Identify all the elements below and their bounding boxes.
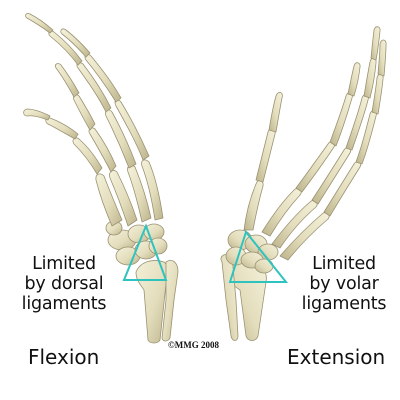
extension-long-fingers [261,26,387,261]
flexion-hand [23,13,179,344]
extension-volar-ligament-triangle [228,229,289,283]
extension-caption: Extension [287,345,386,369]
flexion-dorsal-ligament-triangle [122,223,168,281]
flexion-annotation-line-2: by dorsal [24,274,104,294]
flexion-index-finger [55,63,138,227]
flexion-annotation-line-1: Limited [32,254,96,274]
flexion-thumb [23,108,123,227]
flexion-annotation: Limited by dorsal ligaments [6,254,122,314]
extension-thumb [243,92,283,231]
extension-ulna-bone [220,254,239,341]
extension-hand [220,26,387,341]
flexion-long-fingers [25,13,164,223]
extension-annotation: Limited by volar ligaments [286,254,400,314]
copyright-notice: ©MMG 2008 [168,340,219,350]
extension-annotation-line-2: by volar [309,274,379,294]
flexion-caption: Flexion [28,345,100,369]
extension-annotation-line-1: Limited [312,254,376,274]
flexion-radius-bone [135,260,170,344]
flexion-annotation-line-3: ligaments [21,294,107,314]
extension-annotation-line-3: ligaments [301,294,387,314]
